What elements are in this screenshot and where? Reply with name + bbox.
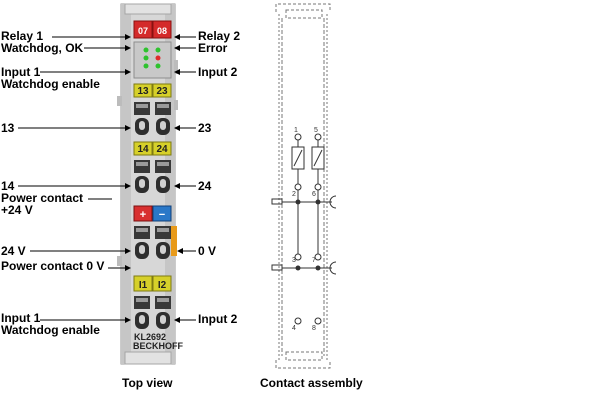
pin-number: 6: [312, 191, 316, 198]
left-leader-arrows: [125, 34, 131, 323]
label-24: 24: [198, 179, 212, 193]
spring-contacts-row-1: [134, 102, 171, 135]
green-led: [143, 47, 149, 53]
pin-number: 8: [312, 325, 316, 332]
label-power-contact-0v: Power contact 0 V: [1, 259, 105, 273]
label-input1-a: Input 1: [1, 65, 41, 79]
green-led: [143, 63, 149, 69]
plus-label: +: [140, 209, 146, 221]
label-input1-b: Input 1: [1, 311, 41, 325]
brand-name: BECKHOFF: [133, 341, 183, 351]
terminal-row-3: + −: [133, 205, 172, 222]
slot-24: 24: [156, 144, 168, 155]
left-leader-lines: [18, 36, 128, 321]
label-0v: 0 V: [198, 244, 217, 258]
spring-contacts-row-3: [134, 226, 177, 259]
contact-assembly: [275, 3, 331, 369]
label-relay1: Relay 1: [1, 29, 44, 43]
label-14: 14: [1, 179, 15, 193]
right-leader-arrows: [174, 34, 183, 323]
red-led: [155, 55, 161, 61]
green-led: [143, 55, 149, 61]
model-number: KL2692: [134, 332, 166, 342]
label-plus24v: +24 V: [1, 203, 33, 217]
slot-i1: I1: [139, 280, 148, 291]
label-23: 23: [198, 121, 212, 135]
green-led: [155, 63, 161, 69]
label-watchdog-enable-b: Watchdog enable: [1, 323, 100, 337]
green-led: [155, 47, 161, 53]
pin-number: 5: [314, 127, 318, 134]
label-24v: 24 V: [1, 244, 26, 258]
led-module: 07 08: [133, 20, 172, 79]
label-watchdog-enable-a: Watchdog enable: [1, 77, 100, 91]
slot-14: 14: [137, 144, 149, 155]
label-relay2: Relay 2: [198, 29, 241, 43]
label-13: 13: [1, 121, 15, 135]
pin-number: 2: [292, 191, 296, 198]
pin-number: 3: [292, 257, 296, 264]
pin-numbers: 1 5 2 6 3 7 4 8: [292, 127, 318, 332]
slot-13: 13: [137, 86, 149, 97]
relay1-led: [133, 20, 153, 39]
terminal-row-2: 14 24: [133, 141, 172, 156]
orange-tab: [171, 226, 177, 256]
slot-i2: I2: [158, 280, 167, 291]
right-leader-lines: [177, 36, 196, 321]
junction-dots: [295, 199, 321, 271]
relay2-led-label: 08: [157, 26, 167, 36]
status-led-panel: [133, 41, 172, 79]
pin-number: 7: [312, 257, 316, 264]
pin-number: 1: [294, 127, 298, 134]
power-rails: [271, 195, 337, 275]
terminal-row-4: I1 I2: [133, 275, 172, 292]
spring-contacts-row-2: [134, 160, 171, 193]
caption-contact-assembly: Contact assembly: [260, 376, 363, 390]
label-input2-a: Input 2: [198, 65, 238, 79]
spring-contacts-row-4: [134, 296, 171, 329]
pin-number: 4: [292, 325, 296, 332]
relay-contacts: [291, 133, 325, 325]
label-power-contact: Power contact: [1, 191, 84, 205]
caption-top-view: Top view: [122, 376, 173, 390]
slot-23: 23: [156, 86, 168, 97]
label-watchdog-ok: Watchdog, OK: [1, 41, 84, 55]
relay1-led-label: 07: [138, 26, 148, 36]
label-error: Error: [198, 41, 228, 55]
terminal-row-1: 13 23: [133, 83, 172, 98]
minus-label: −: [159, 209, 165, 221]
relay2-led: [152, 20, 172, 39]
label-input2-b: Input 2: [198, 312, 238, 326]
